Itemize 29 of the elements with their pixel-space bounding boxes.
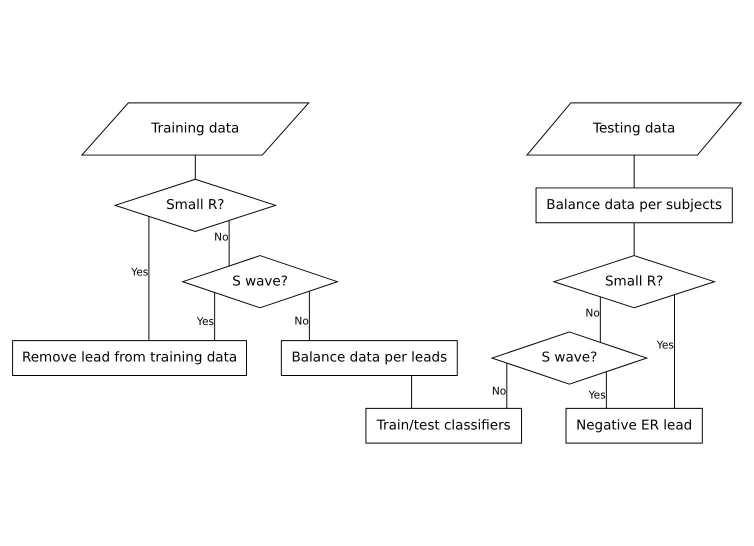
connector xyxy=(228,220,230,266)
connector xyxy=(411,375,412,409)
connector xyxy=(600,296,601,343)
edge-label: Yes xyxy=(588,388,606,402)
node-box: Balance data per leads xyxy=(280,340,458,376)
node-diamond: S wave? xyxy=(490,331,648,385)
connector xyxy=(308,290,310,342)
connector xyxy=(148,216,150,341)
edge-label: Yes xyxy=(656,338,674,352)
edge-label: No xyxy=(585,306,600,320)
connector xyxy=(634,154,635,188)
node-box: Train/test classifiers xyxy=(365,408,522,444)
connector xyxy=(606,371,607,409)
edge-label: No xyxy=(214,230,229,244)
edge-label: Yes xyxy=(131,265,148,278)
connector xyxy=(634,222,635,256)
connector xyxy=(674,294,675,408)
node-box: Remove lead from training data xyxy=(12,340,248,376)
node-box: Balance data per subjects xyxy=(536,187,733,224)
node-diamond: Small R? xyxy=(552,255,716,308)
node-diamond: Small R? xyxy=(114,178,278,232)
edge-label: No xyxy=(492,384,506,398)
connector xyxy=(194,154,196,180)
connector xyxy=(214,292,216,342)
node-diamond: S wave? xyxy=(181,255,339,308)
node-box: Negative ER lead xyxy=(566,408,703,444)
edge-label: Yes xyxy=(196,315,214,328)
connector xyxy=(506,362,508,409)
edge-label: No xyxy=(294,314,309,328)
